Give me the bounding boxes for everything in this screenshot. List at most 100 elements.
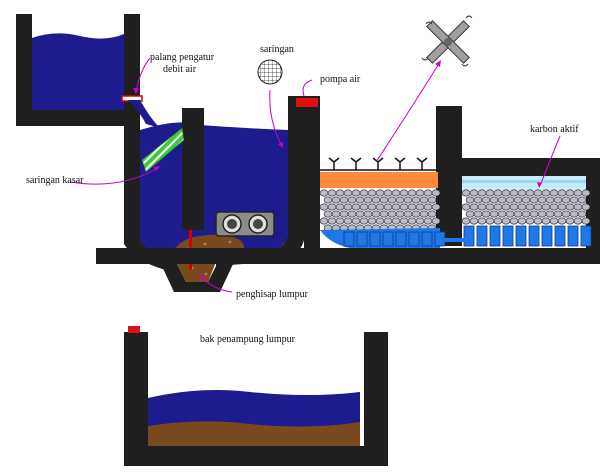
gravel-pebble [379,196,389,204]
gravel-pebble [383,189,393,197]
gravel-pebble [383,203,393,211]
gravel-pebble [375,189,385,197]
gravel-pebble [521,196,531,204]
gravel-pebble [581,189,591,197]
gravel-pebble [509,217,519,225]
gravel-pebble [473,196,483,204]
gravel-pebble [489,210,499,218]
gravel-pebble [505,196,515,204]
gravel-pebble [351,217,361,225]
gravel-pebble [395,210,405,218]
gravel-pebble [545,210,555,218]
gravel-pebble [347,210,357,218]
gravel-pebble [561,196,571,204]
gravel-pebble [533,217,543,225]
gravel-pebble [415,203,425,211]
label-saringan-kasar: saringan kasar [26,175,84,186]
pump-marker [296,98,318,107]
gravel-pebble [331,210,341,218]
underdrain [320,228,446,248]
gravel-pebble [367,217,377,225]
gravel-pebble [469,203,479,211]
gravel-pebble [399,217,409,225]
gravel-pebble [481,210,491,218]
gravel-pebble [517,217,527,225]
sludge-tank-wall [124,332,388,466]
gravel-pebble [355,210,365,218]
underdrain-block [567,225,579,247]
underdrain-block [343,231,355,247]
inlet-tank-wall [16,14,140,126]
gravel-pebble [379,210,389,218]
gravel-pebble [541,217,551,225]
underdrain-block [382,231,394,247]
gravel-pebble [403,196,413,204]
gravel-pebble [427,196,437,204]
gravel-pebble [469,189,479,197]
gravel-pebble [513,196,523,204]
gravel-pebble [335,189,345,197]
gravel-pebble [481,196,491,204]
gravel-pebble [501,203,511,211]
gravel-pebble [485,189,495,197]
underdrain-block [528,225,540,247]
gravel-pebble [461,203,471,211]
gravel-pebble [359,203,369,211]
gravel-pebble [339,196,349,204]
gravel-pebble [529,210,539,218]
gravel-pebble [541,203,551,211]
sludge-inlet-marker [128,326,140,333]
gravel-pebble [343,217,353,225]
gravel-pebble [351,189,361,197]
gravel-pebble [485,203,495,211]
gravel-pebble [423,203,433,211]
gravel-pebble [355,196,365,204]
gravel-pebble [513,210,523,218]
gravel-pebble [497,210,507,218]
gravel-pebble [469,217,479,225]
gravel-pebble [573,217,583,225]
sprinkler-row [320,157,438,171]
underdrain-block [554,225,566,247]
gravel-pebble [335,217,345,225]
sludge-tank-sludge [148,421,360,446]
underdrain-block [515,225,527,247]
sludge-hopper [160,262,234,292]
gravel-pebble [561,210,571,218]
gravel-pebble [375,203,385,211]
gravel-pebble [343,203,353,211]
gravel-pebble [557,217,567,225]
gravel-pebble [465,196,475,204]
gravel-pebble [407,217,417,225]
gravel-pebble [497,196,507,204]
gravel-pebble [517,203,527,211]
gravel-pebble [525,217,535,225]
gravel-pebble [505,210,515,218]
fan-icon [421,15,473,67]
gravel-pebble [541,189,551,197]
gravel-pebble [351,203,361,211]
gravel-pebble [411,210,421,218]
arrow-saringan [269,89,283,147]
underdrain-block [421,231,433,247]
gravel-pebble [545,196,555,204]
gravel-pebble [391,217,401,225]
gravel-pebble [529,196,539,204]
inlet-water [32,28,124,110]
gravel-pebble [565,189,575,197]
gravel-pebble [367,203,377,211]
underdrain-block [489,225,501,247]
gravel-pebble [395,196,405,204]
gravel-pebble [501,189,511,197]
gravel-pebble [419,196,429,204]
gravel-pebble [343,189,353,197]
gravel-pebble [565,203,575,211]
underdrain-block [476,225,488,247]
gravel-pebble [493,189,503,197]
coarse-screen [141,127,185,173]
underdrain-block [580,225,592,247]
gravel-pebble [493,203,503,211]
gravel-pebble [569,210,579,218]
gravel-pebble [537,210,547,218]
